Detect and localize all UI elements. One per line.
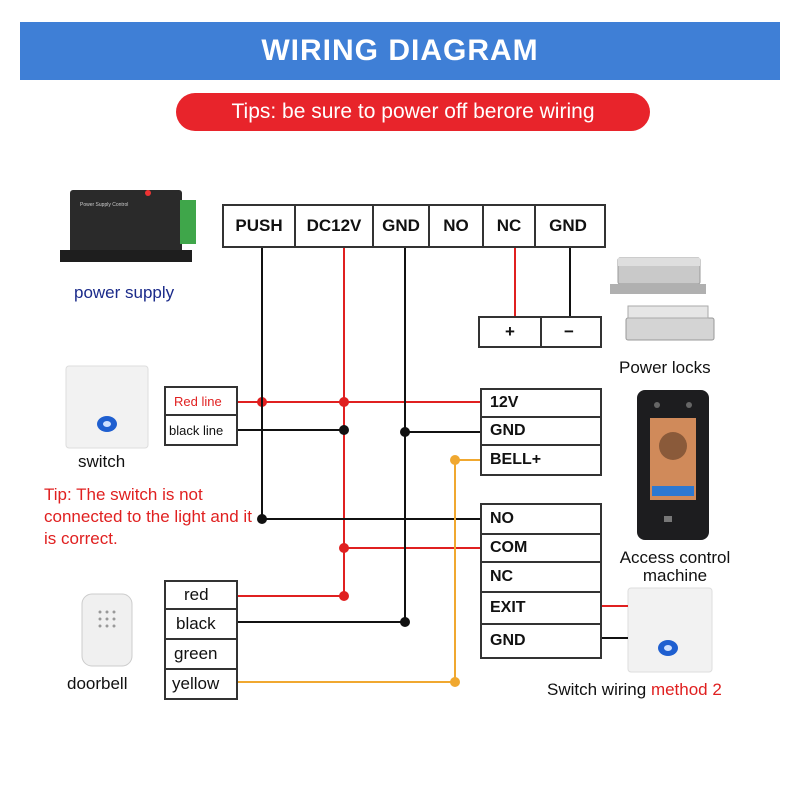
terminal-gnd: GND [374,206,430,246]
terminal-nc: NC [484,206,536,246]
power-locks-label: Power locks [619,358,711,377]
terminal-access-nc: NC [482,563,600,593]
power-supply-terminals: PUSH DC12V GND NO NC GND [222,204,606,248]
exit-switch-icon [65,365,149,449]
doorbell-wire-box: red black green yellow [164,580,238,700]
terminal-access-gnd: GND [482,418,600,446]
bolt-lock-icon [625,305,715,341]
switch-method2-highlight: method 2 [650,680,722,699]
access-control-device-icon [637,390,709,540]
tips-text: Tips: be sure to power off berore wiring [231,100,595,123]
power-supply-label: power supply [74,283,175,302]
doorbell-wire-black: black [166,610,236,640]
terminal-dc12v: DC12V [296,206,374,246]
terminal-no: NO [430,206,484,246]
terminal-exit: EXIT [482,593,600,625]
switch-wire-box: Red line black line [164,386,238,446]
switch-method2-prefix: Switch wiring [547,680,647,699]
switch-tip: Tip: The switch is not connected to the … [44,485,252,548]
switch-wire-black: black line [169,422,224,438]
terminal-exit-gnd: GND [490,632,526,649]
switch-method2-label: Switch wiring method 2 [547,680,722,700]
title-bar: WIRING DIAGRAM [20,22,780,80]
doorbell-wire-green: green [166,640,236,670]
doorbell-wire-red: red [166,582,236,610]
terminal-com: COM [482,535,600,563]
terminal-gnd-2: GND [549,216,587,235]
switch-method2-icon [627,587,713,673]
lock-terminal-plus: + [480,318,542,346]
access-control-label: Access control machine [619,548,731,585]
terminal-push: PUSH [224,206,296,246]
doorbell-wire-yellow: yellow [172,674,220,693]
access-bottom-terminals: NO COM NC EXIT GND [480,503,602,659]
terminal-bell: BELL+ [490,451,542,468]
tips-banner: Tips: be sure to power off berore wiring [176,93,650,131]
access-top-terminals: 12V GND BELL+ [480,388,602,476]
doorbell-icon [81,593,133,667]
magnetic-lock-icon [610,257,706,294]
lock-terminals: + − [478,316,602,348]
switch-label: switch [78,452,126,471]
terminal-12v: 12V [482,390,600,418]
doorbell-label: doorbell [67,674,128,693]
switch-wire-red: Red line [166,388,236,416]
terminal-access-no: NO [482,505,600,535]
power-supply-device-icon: Power Supply Control [60,190,196,262]
page-title: WIRING DIAGRAM [261,34,539,67]
lock-terminal-minus: − [564,322,574,341]
power-supply-device-text: Power Supply Control [80,202,128,208]
